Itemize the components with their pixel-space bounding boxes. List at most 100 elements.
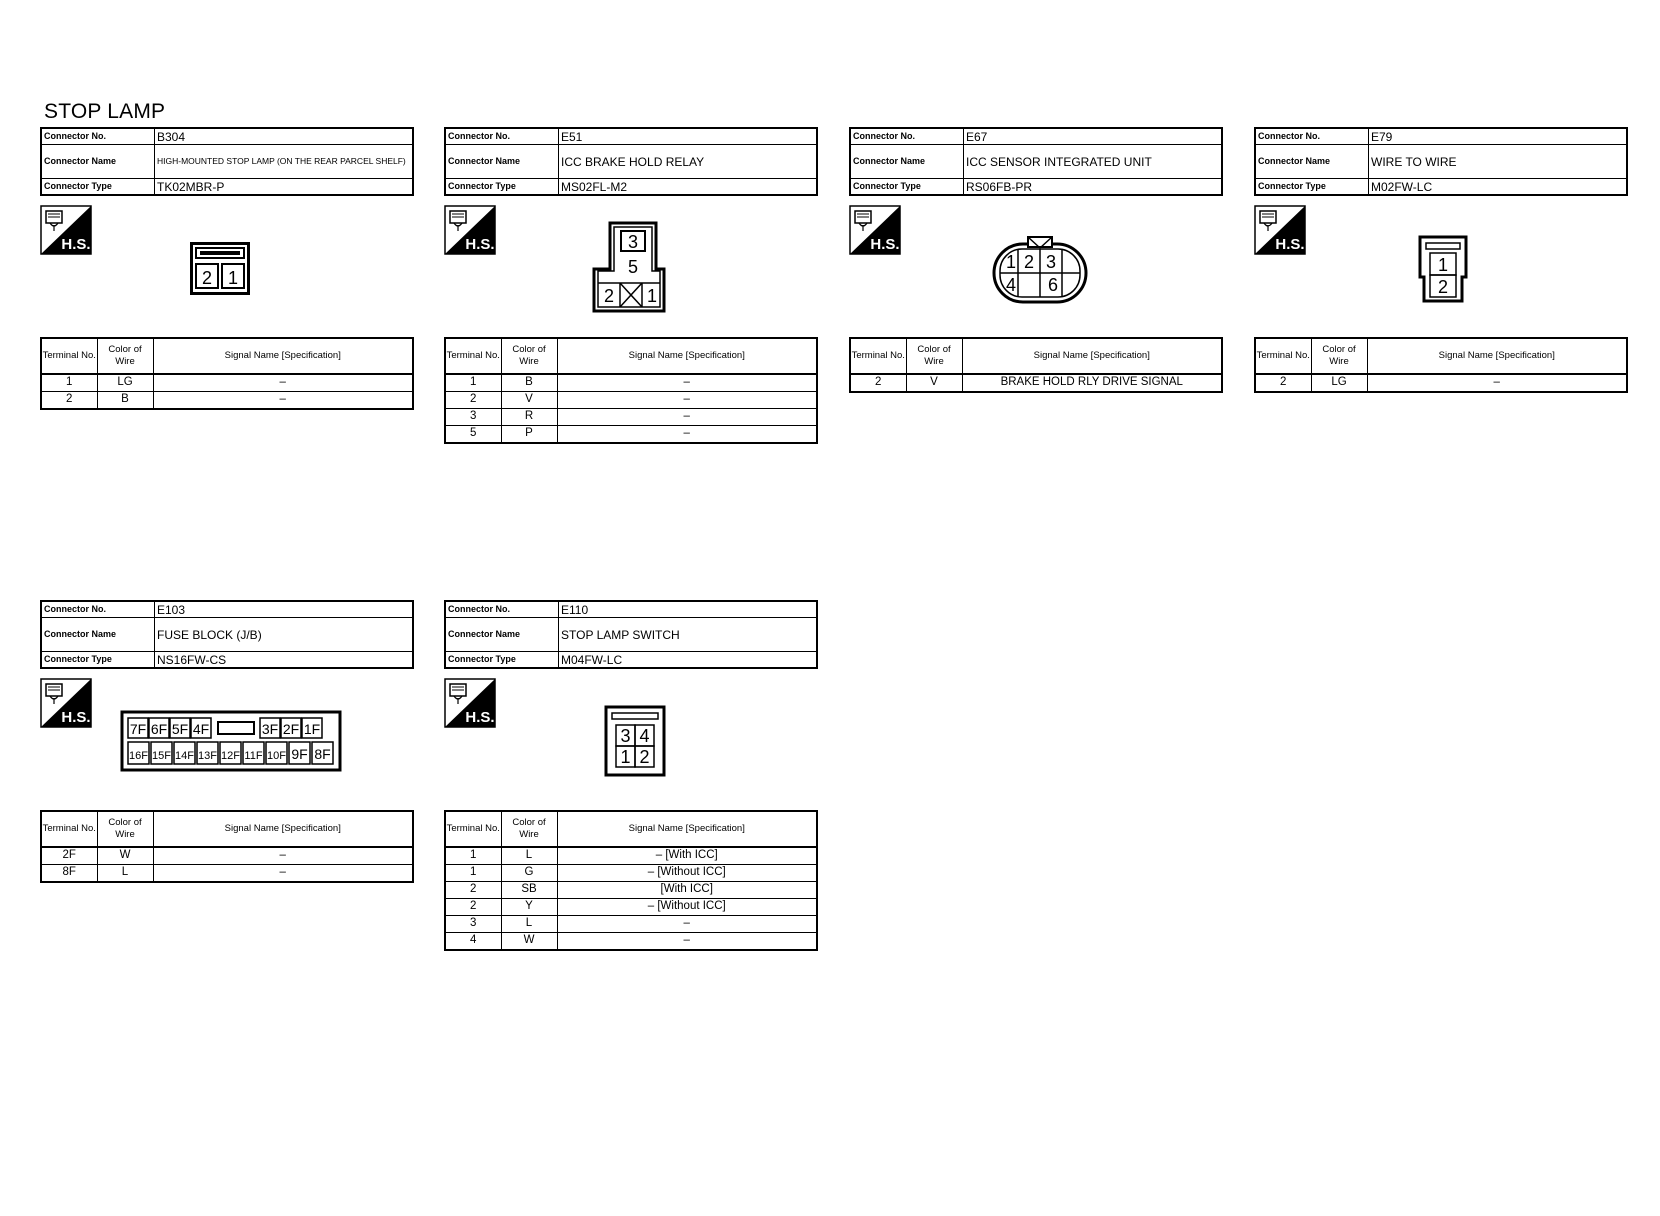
pin-label: 4 (639, 726, 649, 746)
pin-label: 14F (175, 750, 194, 762)
connector-header-table: Connector No. E67 Connector Name ICC SEN… (849, 127, 1223, 196)
pin-label: 11F (244, 750, 262, 762)
pin-label: 10F (267, 750, 286, 762)
wire-color-cell: W (500, 932, 558, 951)
connector-header-table: Connector No. E103 Connector Name FUSE B… (40, 600, 414, 669)
harness-side-icon: H.S. (444, 678, 496, 728)
terminal-no-cell: 5 (444, 425, 502, 444)
connector-e110: Connector No. E110 Connector Name STOP L… (444, 600, 818, 951)
color-of-wire-header: Color of Wire (1310, 337, 1368, 375)
terminal-no-cell: 8F (40, 864, 98, 883)
connector-header-table: Connector No. E51 Connector Name ICC BRA… (444, 127, 818, 196)
wire-color-cell: G (500, 864, 558, 882)
signal-name-cell: – (556, 373, 818, 392)
signal-name-cell: – (152, 373, 414, 392)
color-of-wire-header: Color of Wire (96, 337, 154, 375)
connector-name-value: HIGH-MOUNTED STOP LAMP (ON THE REAR PARC… (154, 144, 414, 179)
terminal-no-cell: 2 (1254, 373, 1312, 393)
pin-label: 7F (130, 721, 146, 737)
pin-label: 1 (1006, 252, 1016, 272)
connector-name-value: ICC BRAKE HOLD RELAY (558, 144, 818, 179)
connector-face-diagram: 1 2 3 4 6 (992, 236, 1088, 304)
connector-no-value: E110 (558, 600, 818, 618)
hs-label: H.S. (465, 236, 494, 253)
connector-header-table: Connector No. E110 Connector Name STOP L… (444, 600, 818, 669)
wire-color-cell: V (905, 373, 963, 393)
page-title: STOP LAMP (44, 100, 166, 123)
terminal-no-cell: 2F (40, 846, 98, 865)
pin-label: 9F (291, 746, 307, 762)
pin-label: 1 (620, 747, 630, 767)
connector-type-label: Connector Type (1254, 178, 1369, 196)
terminal-no-cell: 2 (444, 881, 502, 899)
wire-color-cell: Y (500, 898, 558, 916)
terminal-no-header: Terminal No. (444, 337, 502, 375)
pin-label: 4F (193, 721, 209, 737)
color-of-wire-header: Color of Wire (500, 810, 558, 848)
pin-label: 2 (639, 747, 649, 767)
terminal-no-cell: 1 (444, 864, 502, 882)
connector-type-label: Connector Type (40, 178, 155, 196)
pin-label: 3 (1046, 252, 1056, 272)
wire-color-cell: B (500, 373, 558, 392)
wire-color-cell: P (500, 425, 558, 444)
wire-color-cell: R (500, 408, 558, 426)
harness-side-icon: H.S. (849, 205, 901, 255)
wire-color-cell: L (500, 915, 558, 933)
signal-name-cell: – [Without ICC] (556, 898, 818, 916)
connector-face-diagram: 2 1 (190, 242, 250, 295)
connector-no-value: E51 (558, 127, 818, 145)
terminal-no-cell: 1 (444, 846, 502, 865)
pin-label: 6 (1048, 275, 1058, 295)
pin-label: 5 (628, 257, 638, 277)
connector-e79: Connector No. E79 Connector Name WIRE TO… (1254, 127, 1628, 467)
terminal-no-cell: 1 (444, 373, 502, 392)
pin-label: 13F (198, 750, 217, 762)
color-of-wire-header: Color of Wire (905, 337, 963, 375)
connector-type-value: NS16FW-CS (154, 651, 414, 669)
connector-type-value: MS02FL-M2 (558, 178, 818, 196)
signal-name-header: Signal Name [Specification] (1366, 337, 1628, 375)
wire-color-cell: L (500, 846, 558, 865)
terminal-no-header: Terminal No. (1254, 337, 1312, 375)
connector-header-table: Connector No. B304 Connector Name HIGH-M… (40, 127, 414, 196)
connector-face-diagram: 3 5 2 1 (592, 221, 666, 313)
wire-color-cell: SB (500, 881, 558, 899)
connector-header-table: Connector No. E79 Connector Name WIRE TO… (1254, 127, 1628, 196)
wire-color-cell: LG (1310, 373, 1368, 393)
connector-type-label: Connector Type (444, 651, 559, 669)
signal-name-header: Signal Name [Specification] (556, 337, 818, 375)
signal-name-header: Signal Name [Specification] (961, 337, 1223, 375)
hs-label: H.S. (870, 236, 899, 253)
signal-name-cell: – (152, 391, 414, 410)
pin-label: 1 (1438, 255, 1448, 275)
signal-name-cell: – [With ICC] (556, 846, 818, 865)
connector-face-diagram: 3 4 1 2 (604, 705, 666, 777)
connector-b304: Connector No. B304 Connector Name HIGH-M… (40, 127, 414, 467)
pin-label: 2 (1438, 277, 1448, 297)
color-of-wire-header: Color of Wire (500, 337, 558, 375)
pin-label: 1 (228, 268, 238, 288)
connector-name-label: Connector Name (444, 144, 559, 179)
wire-color-cell: LG (96, 373, 154, 392)
connector-face-diagram: 1 2 (1418, 235, 1468, 303)
terminal-no-cell: 1 (40, 373, 98, 392)
signal-name-cell: BRAKE HOLD RLY DRIVE SIGNAL (961, 373, 1223, 393)
harness-side-icon: H.S. (40, 205, 92, 255)
pin-label: 5F (172, 721, 188, 737)
connector-no-label: Connector No. (444, 600, 559, 618)
terminal-no-cell: 2 (40, 391, 98, 410)
signal-name-cell: – (152, 846, 414, 865)
connector-no-value: E79 (1368, 127, 1628, 145)
connector-no-label: Connector No. (444, 127, 559, 145)
